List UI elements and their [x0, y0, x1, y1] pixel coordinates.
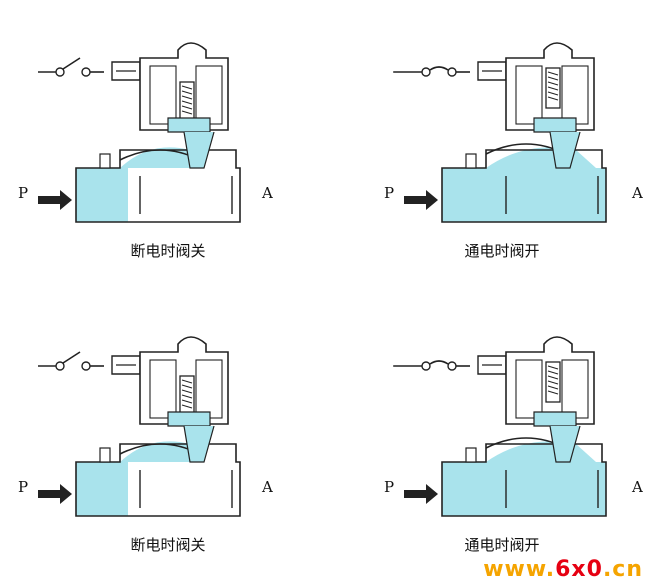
pilot-passage	[549, 131, 581, 169]
inlet-label: P	[18, 184, 29, 202]
fluid-chamber	[167, 411, 211, 427]
switch-icon	[38, 57, 104, 77]
solenoid-coil-icon	[505, 336, 595, 427]
inlet-label: P	[18, 478, 29, 496]
outlet-label: A	[632, 478, 643, 496]
panel-caption: 断电时阀关	[130, 536, 206, 554]
valve-panel-2: P A 通电时阀开	[330, 0, 659, 294]
valve-body	[441, 131, 607, 223]
solenoid-coil-icon	[139, 336, 229, 427]
fluid-fill	[76, 168, 128, 222]
valve-assembly	[38, 336, 241, 517]
arrow-right-icon	[38, 190, 72, 210]
valve-body	[75, 425, 241, 517]
valve-assembly	[393, 42, 607, 223]
fluid-fill	[442, 168, 606, 222]
panel-caption: 通电时阀开	[464, 536, 540, 554]
pilot-passage	[183, 131, 215, 169]
inlet-label: P	[384, 478, 395, 496]
panel-caption: 断电时阀关	[130, 242, 206, 260]
valve-assembly	[393, 336, 607, 517]
inlet-label: P	[384, 184, 395, 202]
outlet-label: A	[262, 478, 273, 496]
outlet-label: A	[262, 184, 273, 202]
fluid-fill	[76, 462, 128, 516]
valve-diagram	[38, 336, 241, 517]
bleed-screw	[465, 447, 477, 463]
fluid-chamber	[167, 117, 211, 133]
bleed-screw	[99, 447, 111, 463]
switch-icon	[393, 66, 470, 77]
valve-panel-1: P A 断电时阀关	[0, 0, 330, 294]
fluid-chamber	[533, 411, 577, 427]
pilot-passage	[183, 425, 215, 463]
outlet-label: A	[632, 184, 643, 202]
solenoid-coil-icon	[139, 42, 229, 133]
switch-icon	[38, 351, 104, 371]
valve-panel-4: P A 通电时阀开	[330, 294, 659, 588]
valve-body	[441, 425, 607, 517]
switch-icon	[393, 360, 470, 371]
watermark: www.6x0.cn	[483, 557, 643, 582]
fluid-chamber	[533, 117, 577, 133]
valve-assembly	[38, 42, 241, 223]
arrow-right-icon	[404, 484, 438, 504]
panel-caption: 通电时阀开	[464, 242, 540, 260]
valve-body	[75, 131, 241, 223]
solenoid-coil-icon	[505, 42, 595, 133]
bleed-screw	[465, 153, 477, 169]
arrow-right-icon	[38, 484, 72, 504]
pilot-passage	[549, 425, 581, 463]
fluid-fill	[442, 462, 606, 516]
valve-diagram	[393, 336, 607, 517]
valve-panel-3: P A 断电时阀关	[0, 294, 330, 588]
valve-diagram	[38, 42, 241, 223]
bleed-screw	[99, 153, 111, 169]
valve-diagram	[393, 42, 607, 223]
arrow-right-icon	[404, 190, 438, 210]
